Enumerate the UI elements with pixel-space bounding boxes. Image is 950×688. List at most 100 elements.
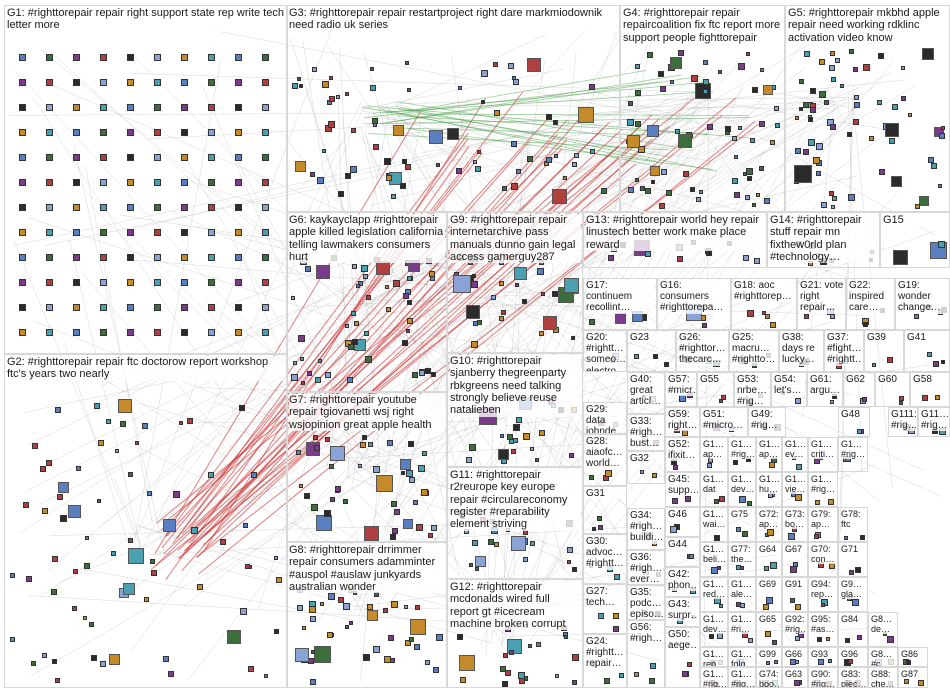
isolate-node xyxy=(154,204,161,211)
vertex-node xyxy=(312,67,317,72)
group-panel-g38: G38: days re lucky… xyxy=(779,330,824,372)
isolate-node xyxy=(127,329,134,336)
isolate-node xyxy=(154,229,161,236)
vertex-node xyxy=(703,79,709,85)
isolate-node xyxy=(127,154,134,161)
vertex-node xyxy=(416,524,423,531)
group-label-g2: G2: #righttorepair repair ftc doctorow r… xyxy=(7,356,286,381)
vertex-node xyxy=(343,603,350,610)
vertex-node xyxy=(901,96,906,101)
isolate-node xyxy=(100,79,107,86)
vertex-node xyxy=(764,566,769,571)
vertex-node xyxy=(512,76,516,80)
group-panel-g18: G18: aoc #righttorep… xyxy=(731,278,797,330)
group-panel-gs8: G1… dev… xyxy=(728,472,756,507)
vertex-node xyxy=(574,153,579,158)
vertex-node xyxy=(808,117,813,122)
group-label-gs11: G1… #rig… xyxy=(811,474,836,494)
group-panel-g77: G77: the… xyxy=(728,542,756,577)
vertex-node xyxy=(393,125,404,136)
vertex-node xyxy=(494,542,499,547)
group-panel-g64: G64 xyxy=(756,542,782,577)
vertex-node xyxy=(678,134,692,148)
vertex-node xyxy=(220,539,226,545)
vertex-node xyxy=(666,190,672,196)
vertex-node xyxy=(407,276,412,281)
group-panel-g11x: G11… #rig… xyxy=(918,407,950,437)
vertex-node xyxy=(407,318,413,324)
vertex-node xyxy=(297,77,301,81)
group-panel-g12: G12: #righttorepair mcdonalds wired full… xyxy=(447,579,583,688)
vertex-node xyxy=(528,644,532,648)
group-panel-g28: G28: aiaofc… world… xyxy=(583,434,627,486)
vertex-node xyxy=(376,475,393,492)
vertex-node xyxy=(406,329,410,333)
group-panel-g19: G19: wonder change… xyxy=(895,278,950,330)
isolate-node xyxy=(73,129,80,136)
group-panel-g111: G111: #rig… xyxy=(888,407,918,437)
vertex-node xyxy=(908,113,912,117)
group-panel-g34: G34: #righ… buildi… xyxy=(627,508,665,550)
group-label-g43: G43: surpr… xyxy=(668,599,698,621)
group-panel-g26: G26: #righttor… thecarc… xyxy=(676,330,729,372)
group-panel-g88: G88: che… xyxy=(868,667,898,688)
vertex-node xyxy=(703,89,708,94)
group-label-g25: G25: macru… #rightto… xyxy=(732,332,777,366)
vertex-node xyxy=(358,464,362,468)
vertex-node xyxy=(719,604,723,608)
isolate-node xyxy=(73,229,80,236)
vertex-node xyxy=(459,655,475,671)
vertex-node xyxy=(635,90,641,96)
vertex-node xyxy=(23,502,29,508)
vertex-node xyxy=(403,519,413,529)
vertex-node xyxy=(658,71,664,77)
vertex-node xyxy=(567,560,571,564)
vertex-node xyxy=(163,519,176,532)
group-label-g11: G11: #righttorepair r2reurope key europe… xyxy=(450,469,581,531)
group-panel-g23: G23 xyxy=(627,330,676,372)
vertex-node xyxy=(477,150,481,154)
vertex-node xyxy=(418,465,425,472)
vertex-node xyxy=(844,536,848,540)
vertex-node xyxy=(862,397,867,402)
isolate-node xyxy=(235,329,242,336)
vertex-node xyxy=(91,655,97,661)
vertex-node xyxy=(682,671,688,677)
vertex-node xyxy=(830,124,836,130)
vertex-node xyxy=(168,671,174,677)
vertex-node xyxy=(366,295,371,300)
vertex-node xyxy=(848,659,853,664)
group-label-g29: G29: data johnde… xyxy=(586,404,625,434)
vertex-node xyxy=(743,172,747,176)
vertex-node xyxy=(362,435,367,440)
vertex-node xyxy=(89,622,94,627)
isolate-node xyxy=(46,179,53,186)
vertex-node xyxy=(572,654,579,661)
vertex-node xyxy=(197,584,203,590)
group-panel-g20: G20: #rightt… someo… electro… xyxy=(583,330,627,372)
vertex-node xyxy=(718,70,722,74)
group-label-g13: G13: #righttorepair world hey repair lin… xyxy=(586,214,765,251)
vertex-node xyxy=(239,405,245,411)
group-panel-gs5: G1… criti… xyxy=(808,437,838,472)
vertex-node xyxy=(109,654,120,665)
isolate-node xyxy=(46,304,53,311)
group-label-g21: G21: vote right repair… xyxy=(800,280,844,314)
isolate-node xyxy=(154,179,161,186)
vertex-node xyxy=(151,570,157,576)
isolate-node xyxy=(73,279,80,286)
vertex-node xyxy=(745,195,750,200)
group-label-g37: G37: #fight… #rightt… xyxy=(827,332,862,366)
isolate-node xyxy=(154,329,161,336)
isolate-node xyxy=(19,329,26,336)
group-panel-g71: G71 xyxy=(838,542,868,577)
group-panel-g4: G4: #righttorepair repair repaircoalitio… xyxy=(620,5,785,212)
vertex-node xyxy=(302,626,306,630)
vertex-node xyxy=(795,398,801,404)
group-panel-g21: G21: vote right repair… xyxy=(797,278,846,330)
group-label-g65: G65 xyxy=(759,614,780,624)
group-label-g27: G27: tech… xyxy=(586,586,625,608)
vertex-node xyxy=(106,419,111,424)
vertex-node xyxy=(491,295,496,300)
isolate-node xyxy=(127,79,134,86)
